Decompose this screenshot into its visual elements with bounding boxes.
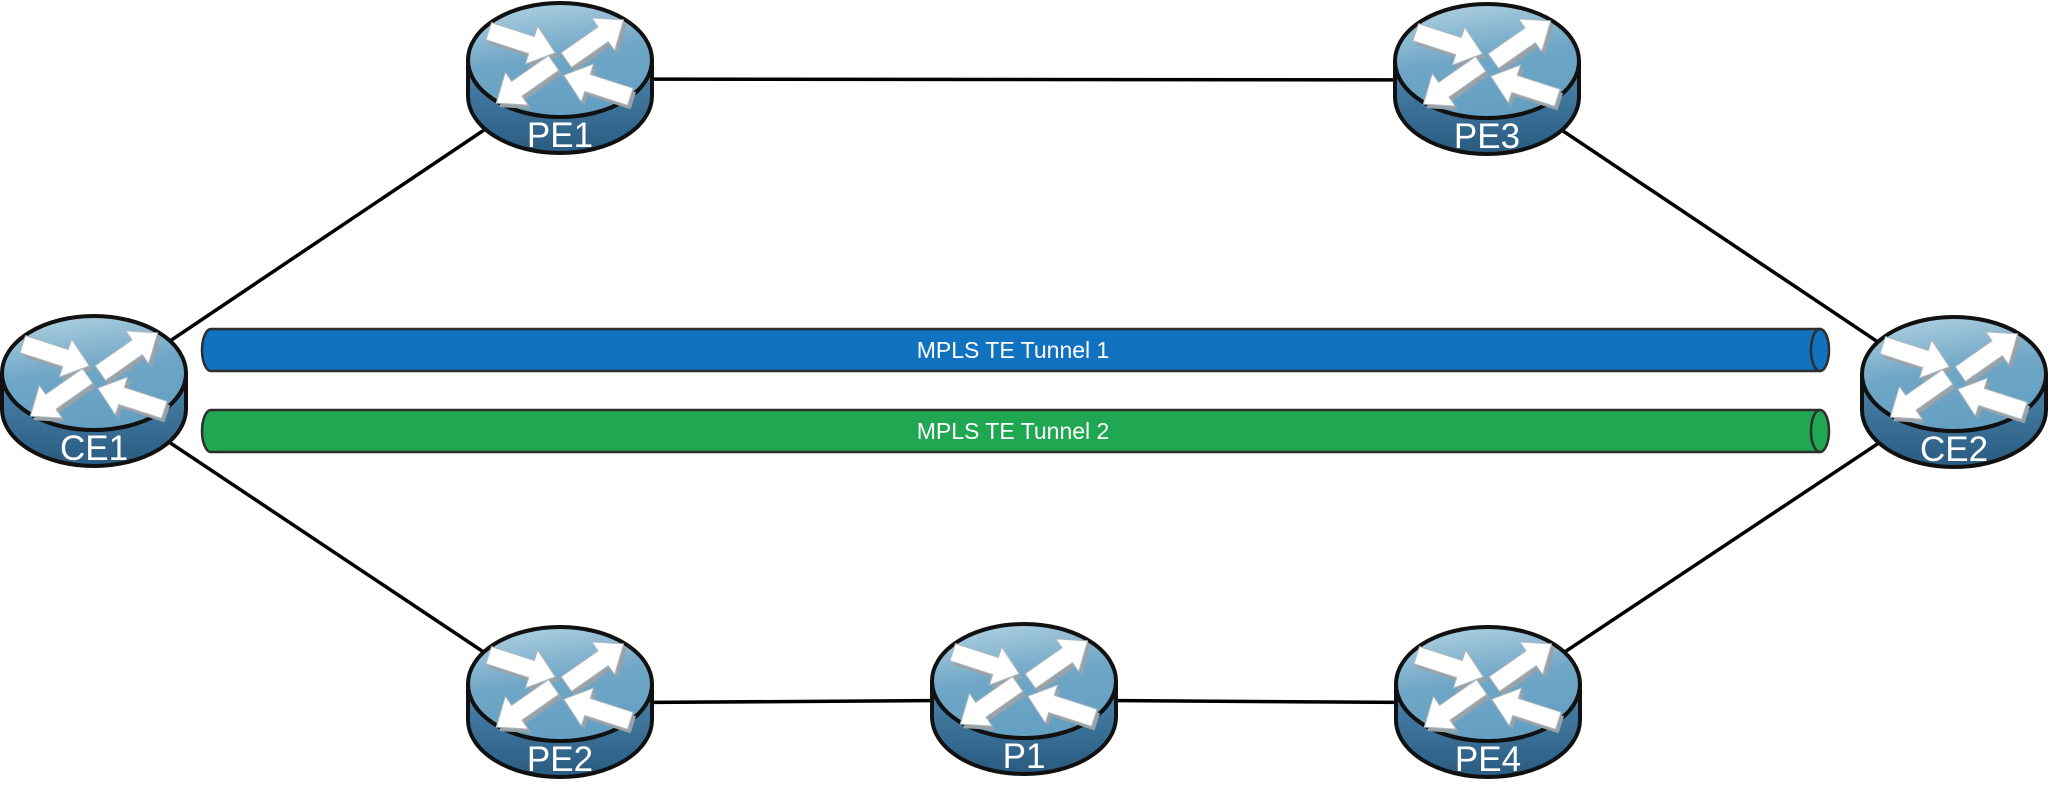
router-label: PE1	[527, 116, 593, 155]
router-label: CE2	[1920, 430, 1988, 469]
tunnels-layer: MPLS TE Tunnel 1 MPLS TE Tunnel 2	[200, 327, 1831, 454]
link-pe1-pe3	[559, 77, 1488, 82]
router-node-ce2: CE2	[1862, 317, 2046, 469]
tunnel-1-label: MPLS TE Tunnel 1	[917, 337, 1110, 363]
router-label: CE1	[60, 429, 128, 468]
router-label: PE4	[1455, 740, 1521, 779]
tunnel-1-body	[200, 327, 1822, 373]
router-node-pe2: PE2	[468, 627, 652, 779]
tunnel-1-cap	[1809, 327, 1831, 373]
router-node-p1: P1	[932, 624, 1116, 776]
router-label: P1	[1003, 737, 1046, 776]
router-label: PE3	[1454, 117, 1520, 156]
tunnel-2: MPLS TE Tunnel 2	[200, 408, 1831, 454]
tunnel-1: MPLS TE Tunnel 1	[200, 327, 1831, 373]
router-node-pe4: PE4	[1396, 627, 1580, 779]
tunnel-2-label: MPLS TE Tunnel 2	[917, 418, 1110, 444]
router-label: PE2	[527, 740, 593, 779]
router-node-ce1: CE1	[2, 316, 186, 468]
nodes-layer: CE1 PE1 PE3 CE2 PE2 P1	[2, 3, 2046, 779]
router-node-pe3: PE3	[1395, 4, 1579, 156]
router-node-pe1: PE1	[468, 3, 652, 155]
links-layer	[93, 77, 1955, 705]
tunnel-2-body	[200, 408, 1822, 454]
tunnel-2-cap	[1809, 408, 1831, 454]
